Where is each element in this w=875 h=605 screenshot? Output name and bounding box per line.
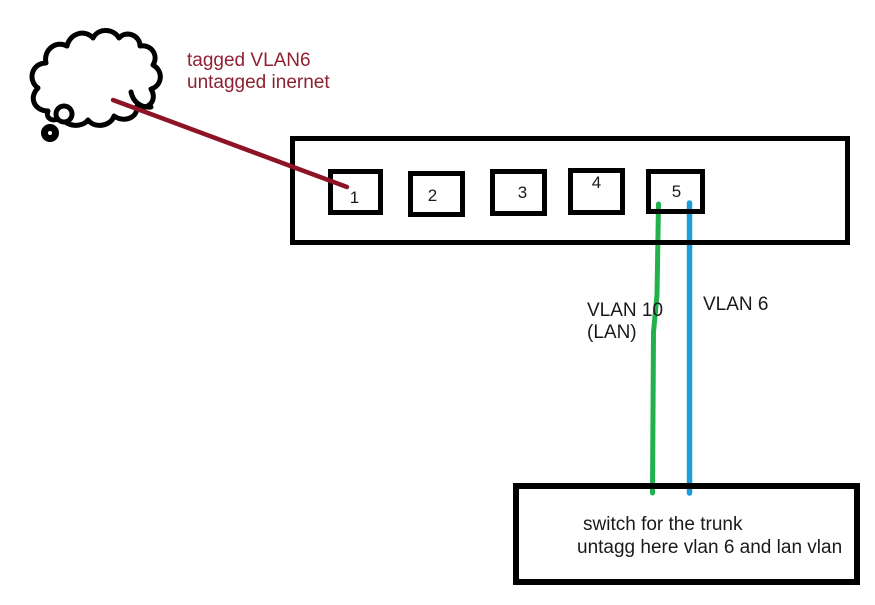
vlan10-label: VLAN 10 (LAN) — [587, 300, 663, 344]
cloud-annotation: tagged VLAN6 untagged inernet — [187, 50, 330, 94]
port-2-label: 2 — [427, 185, 438, 205]
port-4: 4 — [568, 168, 625, 215]
vlan6-label: VLAN 6 — [703, 294, 769, 315]
internet-cloud-icon — [29, 28, 163, 142]
router-box: 1 2 3 4 5 — [290, 136, 850, 245]
trunk-switch-text-line1: switch for the trunk — [583, 514, 743, 535]
port-1-label: 1 — [349, 187, 360, 207]
cloud-tail-bubble-small — [41, 124, 59, 142]
port-2: 2 — [408, 171, 465, 217]
vlan10-label-line1: VLAN 10 — [587, 300, 664, 321]
port-5-label: 5 — [671, 182, 682, 201]
trunk-switch-text-line2: untagg here vlan 6 and lan vlan — [577, 537, 843, 558]
port-1: 1 — [328, 169, 383, 215]
trunk-switch-text: switch for the trunk untagg here vlan 6 … — [519, 513, 854, 559]
cloud-annotation-line2: untagged inernet — [187, 72, 330, 93]
tagged-uplink-line — [110, 97, 350, 190]
vlan10-label-line2: (LAN) — [587, 322, 637, 343]
cloud-tail-bubble-large — [53, 103, 75, 125]
port-4-label: 4 — [591, 173, 602, 192]
cloud-annotation-line1: tagged VLAN6 — [187, 50, 311, 71]
port-3-label: 3 — [517, 183, 528, 202]
port-5: 5 — [646, 169, 705, 214]
cloud-outline — [29, 28, 163, 128]
cloud-inner-arc — [128, 89, 154, 110]
trunk-switch-box: switch for the trunk untagg here vlan 6 … — [513, 483, 860, 585]
vlan10-trunk-line — [650, 201, 661, 496]
port-3: 3 — [490, 169, 547, 216]
